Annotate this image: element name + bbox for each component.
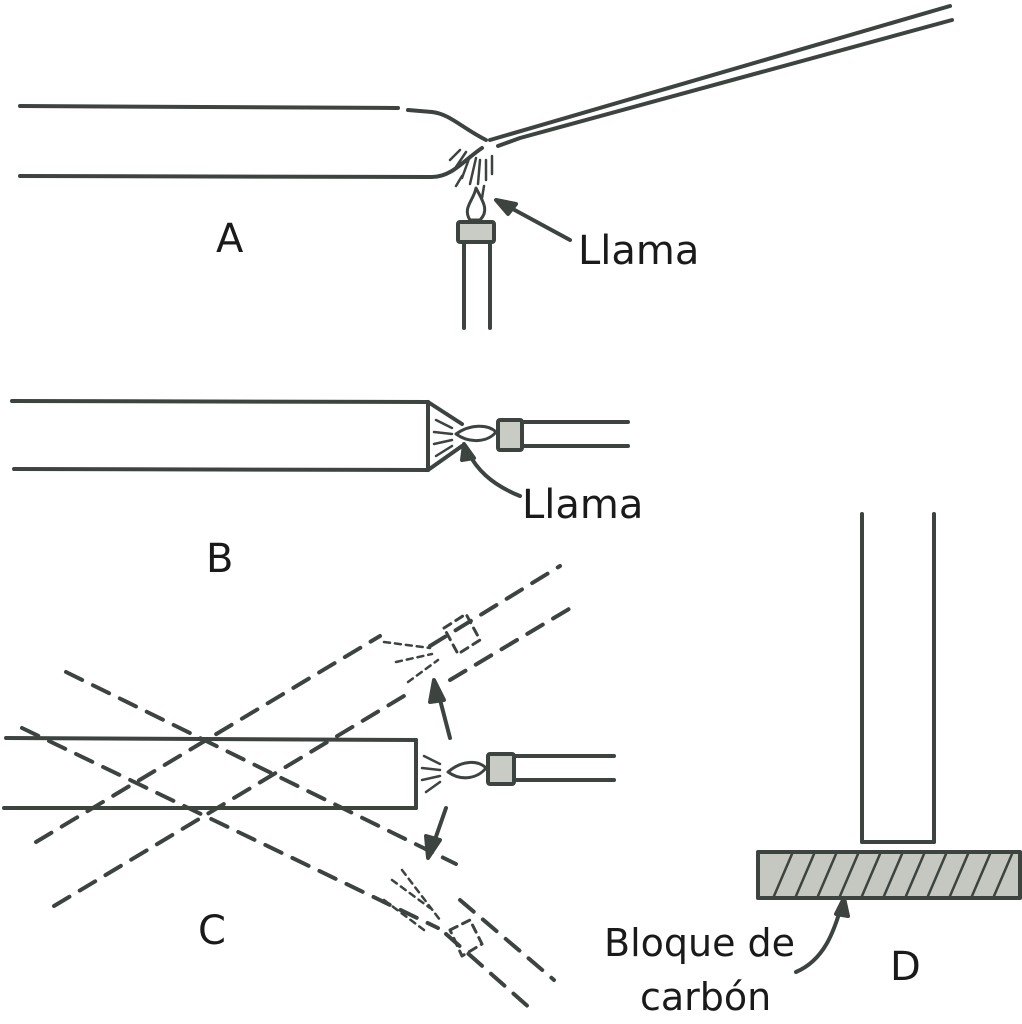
burner-c — [486, 752, 616, 786]
dashed-rotated-positions — [20, 564, 576, 1012]
flame-a-arrowhead — [494, 198, 518, 216]
carbon-block — [756, 850, 1022, 900]
panel-a — [18, 4, 954, 330]
label-flame-a: Llama — [578, 228, 699, 274]
flame-b-arrowhead — [460, 442, 476, 462]
flame-a-rays — [448, 148, 494, 200]
carbon-block-arrowhead — [834, 896, 850, 918]
label-flame-b: Llama — [522, 482, 643, 528]
label-carbon-block-line1: Bloque de — [604, 921, 795, 965]
panel-c — [2, 564, 616, 1012]
glass-rod-b — [10, 399, 464, 472]
glass-tube-being-drawn — [18, 4, 954, 179]
rotate-up-arrowhead — [428, 678, 446, 704]
flame-b — [454, 424, 498, 442]
flame-c-rays — [420, 754, 442, 794]
burner-a — [456, 220, 496, 330]
label-b: B — [206, 536, 233, 582]
dashed-burner-outlines — [442, 612, 484, 958]
glass-rod-c — [2, 736, 418, 810]
flame-b-rays — [432, 418, 454, 458]
rotate-down-arrowhead — [424, 834, 442, 860]
panel-b — [10, 399, 630, 498]
panel-d — [756, 512, 1022, 974]
label-carbon-block-line2: carbón — [640, 975, 771, 1019]
label-a: A — [216, 216, 244, 262]
flame-c — [446, 761, 488, 780]
flame-a — [465, 186, 487, 222]
label-c: C — [198, 908, 226, 954]
dashed-flame-rays — [382, 640, 442, 932]
label-d: D — [890, 944, 921, 990]
burner-b — [496, 418, 630, 452]
glass-tube-d — [860, 512, 936, 844]
